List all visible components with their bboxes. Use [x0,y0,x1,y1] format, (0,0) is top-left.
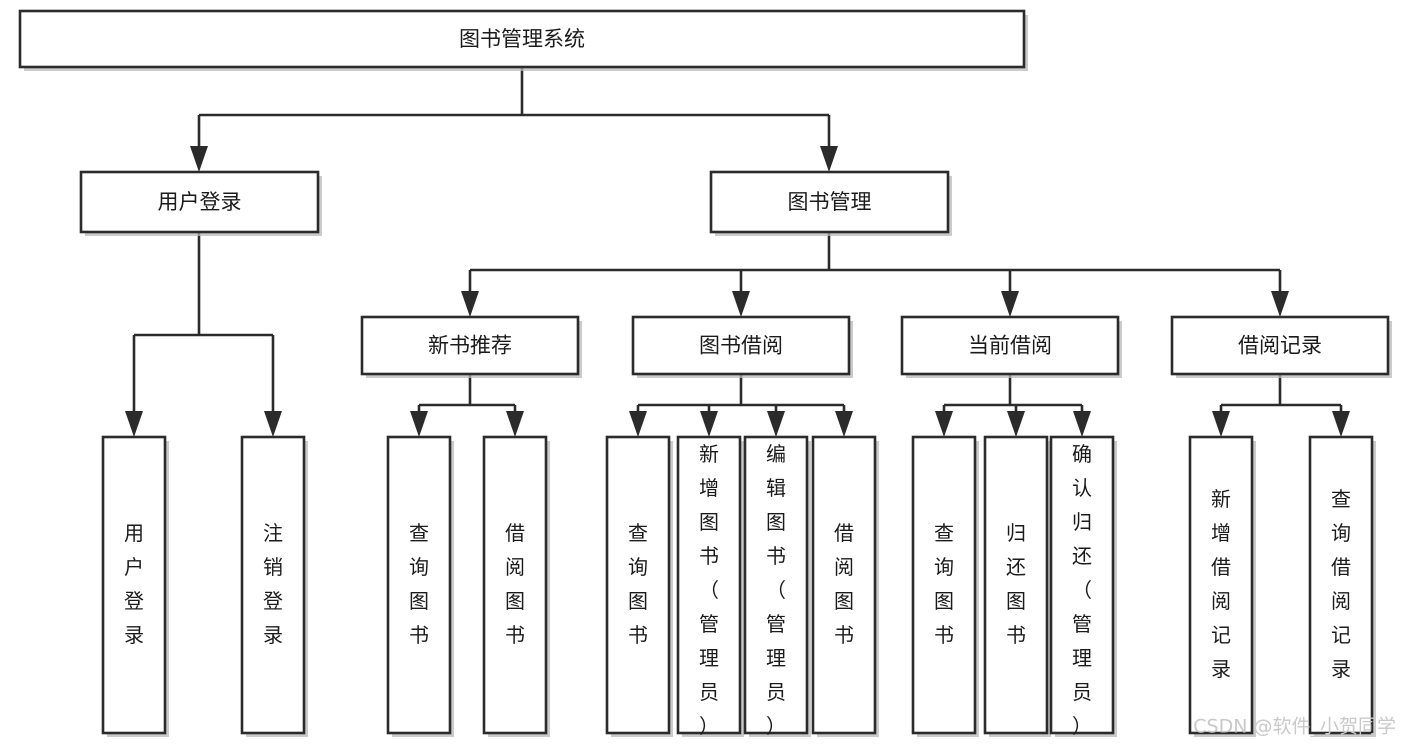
node-book-manage[interactable]: 图书管理 [709,170,952,236]
connector-arrow [1212,405,1230,437]
node-box[interactable] [709,170,950,234]
node-leaf-query-record[interactable]: 查询借阅记录 [1308,435,1376,737]
connector-arrow [190,115,208,172]
node-label: 借阅记录 [1238,334,1322,358]
connector-group [638,374,844,407]
node-label: 归还图书 [1006,521,1026,647]
node-box[interactable] [79,170,320,234]
node-current-borrow[interactable]: 当前借阅 [900,315,1122,378]
connector-arrow [767,405,785,437]
node-label: 查询图书 [409,521,429,647]
connector-arrow [1332,405,1350,437]
connector-arrow [410,405,428,437]
connector-arrow [732,270,750,317]
node-label: 借阅图书 [505,521,525,647]
connector-arrow [264,335,282,437]
node-leaf-query-book-2[interactable]: 查询图书 [605,435,673,737]
node-label: 当前借阅 [968,334,1052,358]
node-box[interactable] [605,435,671,735]
node-leaf-return-book[interactable]: 归还图书 [983,435,1051,737]
connector-group [1221,374,1341,407]
node-label: 新增借阅记录 [1211,487,1231,681]
connector-arrow [461,270,479,317]
node-leaf-borrow-book-2[interactable]: 借阅图书 [811,435,879,737]
connector-arrow [1001,270,1019,317]
node-label: 确认归还（管理员） [1072,442,1092,738]
node-box[interactable] [1170,315,1390,376]
node-label: 图书管理 [788,190,872,214]
connector-arrow [700,405,718,437]
node-box[interactable] [482,435,548,735]
node-leaf-query-book-1[interactable]: 查询图书 [386,435,454,737]
node-box[interactable] [676,435,742,735]
node-box[interactable] [911,435,977,735]
node-leaf-user-login[interactable]: 用户登录 [101,435,169,737]
node-leaf-borrow-book-1[interactable]: 借阅图书 [482,435,550,737]
node-box[interactable] [1049,435,1115,735]
node-box[interactable] [240,435,306,735]
connector-group [470,232,1280,272]
node-label: 查询图书 [934,521,954,647]
node-label: 查询借阅记录 [1331,487,1351,681]
node-root[interactable]: 图书管理系统 [18,9,1028,71]
node-box[interactable] [983,435,1049,735]
connector-arrow [820,115,838,172]
node-leaf-query-book-3[interactable]: 查询图书 [911,435,979,737]
node-layer: 图书管理系统用户登录图书管理新书推荐图书借阅当前借阅借阅记录用户登录注销登录查询… [18,9,1392,738]
connector-arrow [125,335,143,437]
connector-arrow [935,405,953,437]
node-leaf-add-record[interactable]: 新增借阅记录 [1188,435,1256,737]
edge-layer [125,67,1350,437]
connector-arrow [1073,405,1091,437]
node-label: 借阅图书 [834,521,854,647]
connector-arrow [629,405,647,437]
connector-arrow [506,405,524,437]
connector-group [134,232,273,337]
node-label: 图书管理系统 [459,27,585,51]
node-label: 用户登录 [158,190,242,214]
node-box[interactable] [631,315,851,376]
node-label: 编辑图书（管理员） [766,442,786,738]
node-leaf-add-book[interactable]: 新增图书（管理员） [676,435,744,738]
node-label: 图书借阅 [699,334,783,358]
node-box[interactable] [743,435,809,735]
node-box[interactable] [1308,435,1374,735]
connector-group [199,67,829,117]
csdn-watermark: CSDN @软件_小贺同学 [1193,716,1396,738]
node-leaf-edit-book[interactable]: 编辑图书（管理员） [743,435,811,738]
node-box[interactable] [101,435,167,735]
node-label: 新书推荐 [428,334,512,358]
node-label: 新增图书（管理员） [699,442,719,738]
connector-group [419,374,515,407]
connector-group [944,374,1082,407]
node-book-borrow[interactable]: 图书借阅 [631,315,853,378]
node-leaf-user-logout[interactable]: 注销登录 [240,435,308,737]
node-label: 查询图书 [628,521,648,647]
node-box[interactable] [360,315,580,376]
connector-arrow [1271,270,1289,317]
node-label: 注销登录 [263,521,283,647]
node-borrow-record[interactable]: 借阅记录 [1170,315,1392,378]
node-new-book-rec[interactable]: 新书推荐 [360,315,582,378]
node-user-login[interactable]: 用户登录 [79,170,322,236]
node-box[interactable] [811,435,877,735]
node-box[interactable] [386,435,452,735]
node-label: 用户登录 [124,521,144,647]
connector-arrow [835,405,853,437]
node-box[interactable] [900,315,1120,376]
node-leaf-confirm-return[interactable]: 确认归还（管理员） [1049,435,1117,738]
connector-arrow [1007,405,1025,437]
node-box[interactable] [18,9,1026,69]
node-box[interactable] [1188,435,1254,735]
